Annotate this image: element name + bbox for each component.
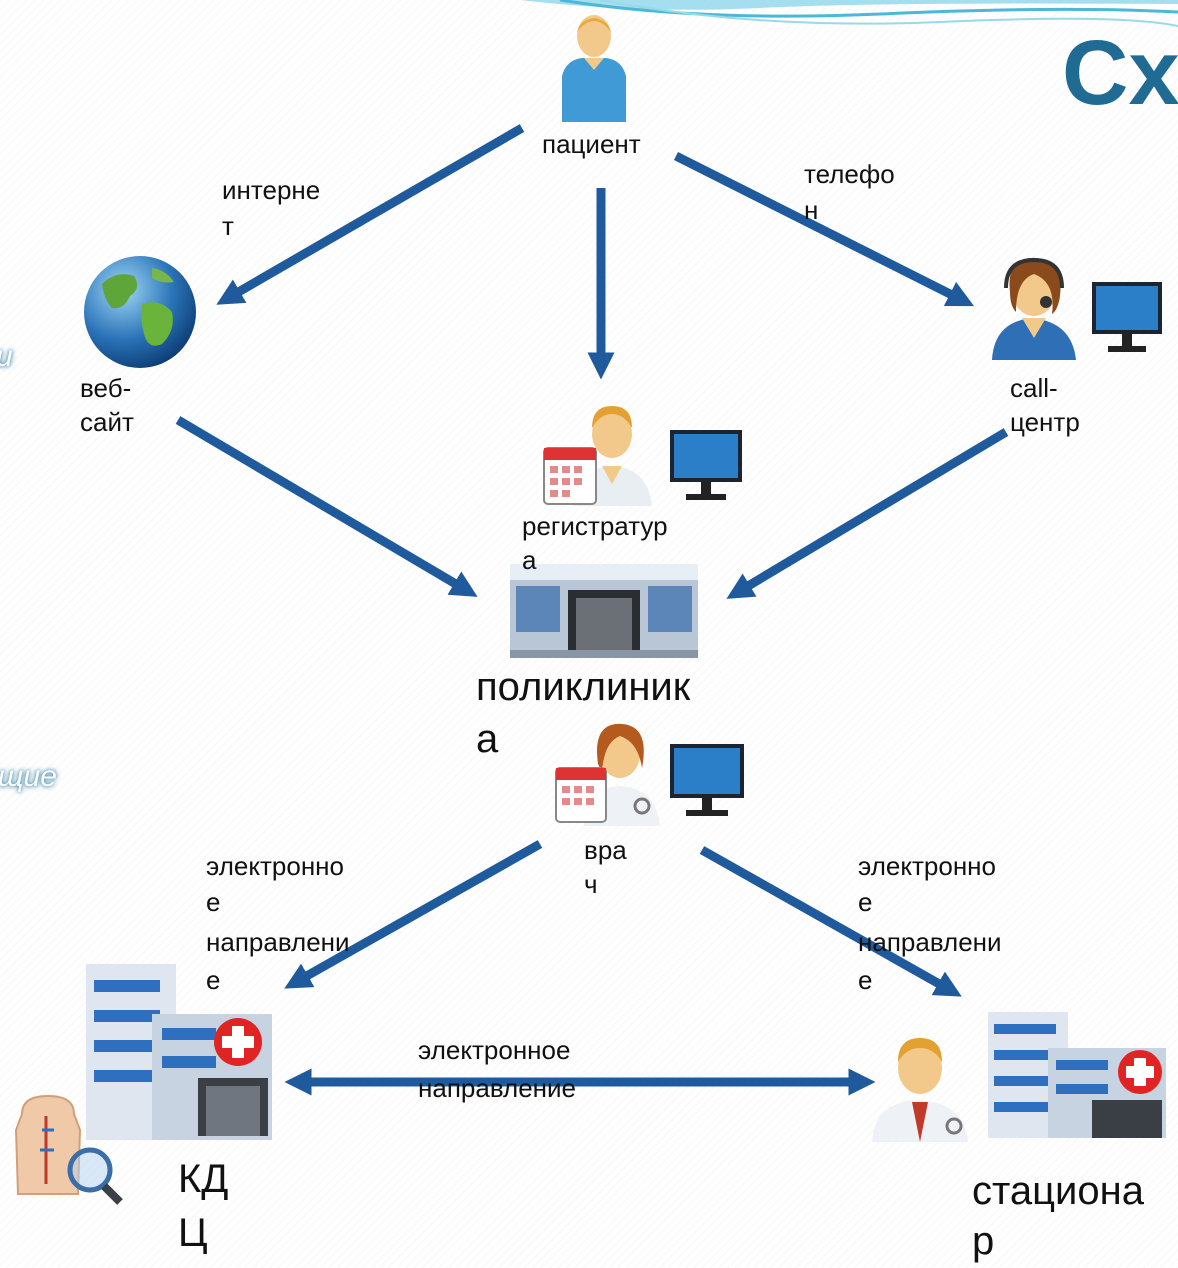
hospital-label-line1: стациона — [972, 1169, 1144, 1213]
globe-icon — [84, 256, 196, 368]
registry-monitor-icon — [670, 430, 742, 500]
doctor-female-icon — [555, 723, 660, 826]
referral-right-line4: е — [858, 965, 873, 995]
referral-bottom-line2: направление — [418, 1073, 577, 1103]
doctor-male-icon — [872, 1038, 968, 1142]
website-label-line2: сайт — [80, 407, 134, 437]
clinic-label-line2: а — [476, 717, 499, 761]
doctor-label-line2: ч — [584, 869, 598, 899]
internet-label-line2: т — [222, 211, 234, 241]
patient-label: пациент — [542, 129, 641, 159]
clinic-building-icon — [510, 564, 698, 658]
anatomy-magnifier-icon — [14, 1094, 123, 1205]
referral-bottom-line1: электронное — [418, 1035, 571, 1065]
callcenter-label-line2: центр — [1010, 407, 1080, 437]
arrow-patient-to-website — [216, 124, 525, 305]
arrow-website-to-clinic — [175, 416, 478, 597]
arrow-callcenter-to-clinic — [726, 428, 1009, 599]
doctor-monitor-icon — [670, 744, 744, 816]
left-edge-fragment-top: и — [0, 340, 13, 374]
internet-label-line1: интерне — [222, 175, 321, 205]
phone-label-line1: телефо — [804, 159, 895, 189]
patient-icon — [562, 15, 626, 122]
referral-right-line1: электронно — [858, 851, 996, 881]
operator-icon — [992, 257, 1076, 360]
arrow-doctor-to-kdc — [284, 840, 543, 989]
registrar-icon — [543, 406, 652, 506]
kdc-hospital-icon — [86, 964, 272, 1140]
callcenter-label-line1: call- — [1010, 373, 1058, 403]
hospital-label-line2: р — [972, 1219, 995, 1263]
clinic-label-line1: поликлиник — [476, 665, 691, 709]
referral-left-line1: электронно — [206, 851, 344, 881]
website-label-line1: веб- — [80, 373, 132, 403]
left-edge-fragment-mid: щие — [0, 760, 57, 793]
referral-right-line3: направлени — [858, 927, 1002, 957]
kdc-label-line2: Ц — [178, 1211, 208, 1255]
registry-label-line1: регистратур — [522, 511, 668, 541]
monitor-icon — [1092, 282, 1162, 352]
referral-left-line3: направлени — [206, 927, 350, 957]
registry-label-line2: а — [522, 545, 537, 575]
hospital-building-icon — [988, 1012, 1166, 1138]
doctor-label-line1: вра — [584, 835, 627, 865]
arrow-doctor-to-hospital — [699, 846, 962, 997]
phone-label-line2: н — [804, 195, 819, 225]
kdc-label-line1: КД — [178, 1157, 229, 1201]
referral-left-line4: е — [206, 965, 221, 995]
referral-left-line2: е — [206, 887, 221, 917]
referral-right-line2: е — [858, 887, 873, 917]
arrow-patient-to-callcenter — [673, 151, 975, 307]
slide-title: Сх — [1062, 22, 1178, 124]
